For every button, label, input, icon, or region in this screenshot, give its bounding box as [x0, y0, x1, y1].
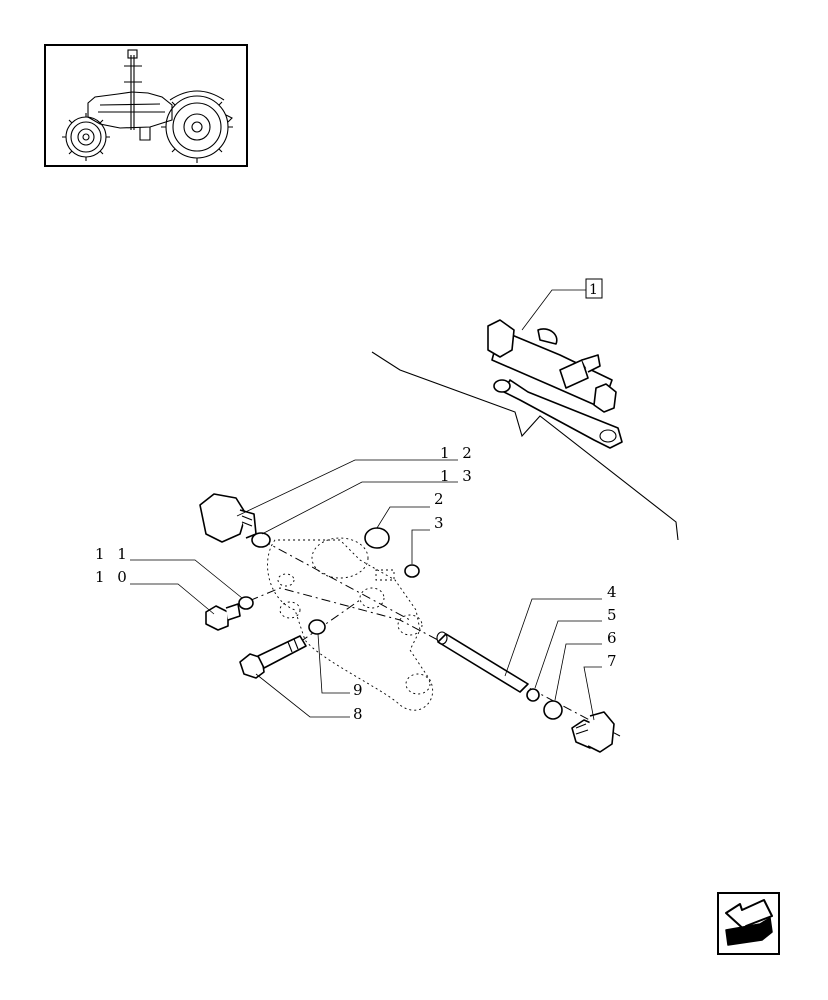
part-3-ring — [404, 564, 420, 578]
section-break-line — [371, 351, 679, 541]
callout-7: 7 — [607, 652, 621, 670]
cylinder-housing — [267, 537, 434, 711]
back-arrow-icon[interactable] — [717, 892, 780, 955]
reference-number-label: 1 — [589, 282, 598, 298]
callout-5: 5 — [607, 606, 621, 624]
callout-12: 1 2 — [440, 444, 476, 462]
reference-assembly: 1 — [487, 278, 623, 449]
part-12-plug-nut — [199, 493, 257, 543]
callout-3: 3 — [434, 514, 448, 532]
callout-10: 1 0 — [95, 568, 131, 586]
part-11-washer — [238, 596, 254, 610]
exploded-assembly — [130, 459, 621, 753]
part-2-o-ring — [364, 527, 390, 549]
callout-labels: 1 2 1 3 2 3 1 1 1 0 4 5 6 7 9 8 — [95, 444, 621, 723]
callout-11: 1 1 — [95, 545, 131, 563]
callout-4: 4 — [607, 583, 621, 601]
part-5-ring — [526, 688, 540, 702]
callout-9: 9 — [353, 681, 367, 699]
part-6-o-ring — [543, 700, 563, 720]
callout-8: 8 — [353, 705, 367, 723]
callout-13: 1 3 — [440, 467, 476, 485]
part-4-rod — [436, 631, 529, 693]
part-10-screw — [205, 603, 241, 631]
part-8-bolt — [239, 635, 307, 679]
part-9-ring — [308, 619, 326, 635]
part-13-o-ring — [251, 532, 271, 548]
callout-2: 2 — [434, 490, 448, 508]
tractor-thumbnail-icon[interactable] — [44, 44, 248, 167]
callout-6: 6 — [607, 629, 621, 647]
part-7-plug — [571, 711, 615, 753]
